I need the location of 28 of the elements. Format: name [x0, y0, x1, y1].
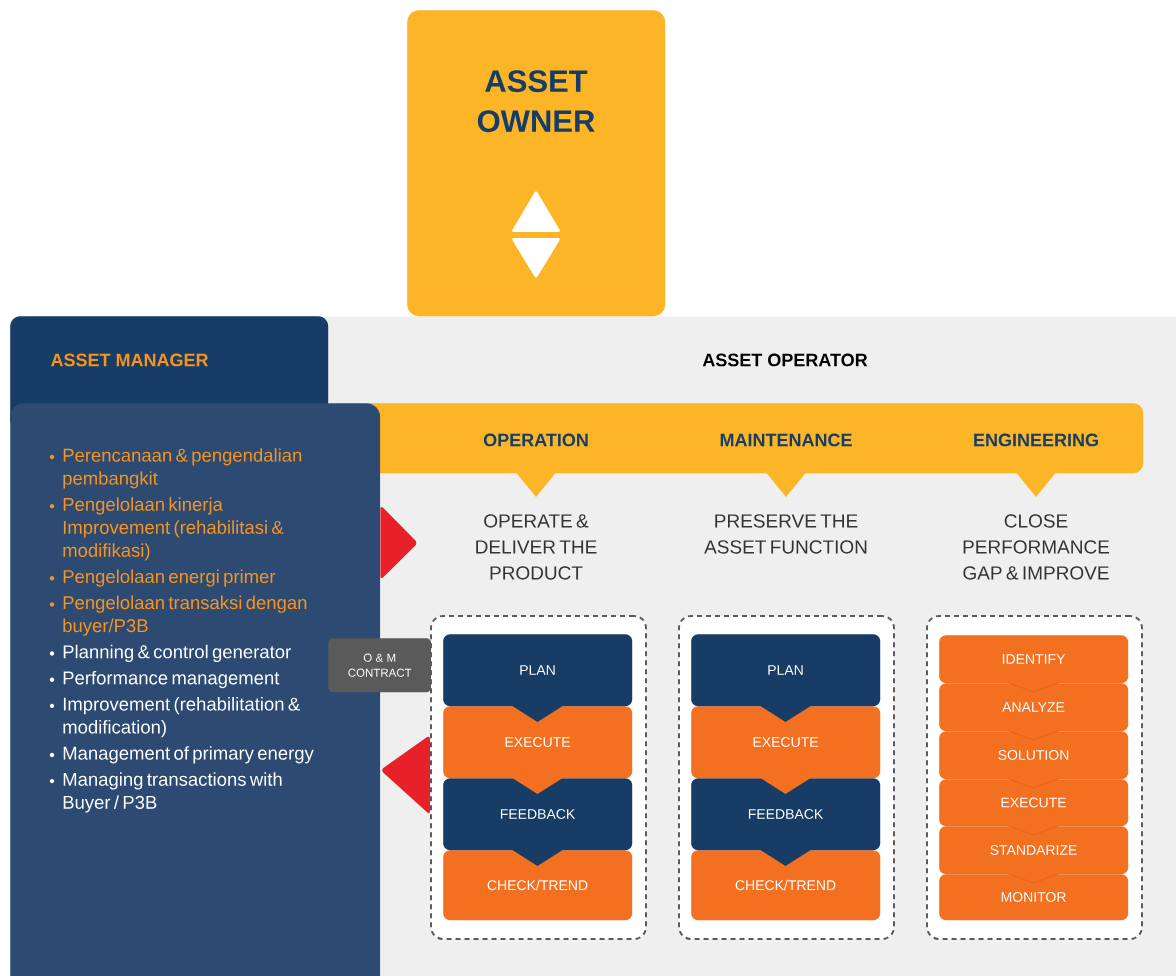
- step-box: EXECUTE: [939, 779, 1129, 836]
- step-box: PLAN: [443, 634, 633, 722]
- step-box: FEEDBACK: [443, 778, 633, 866]
- step-box: ANALYZE: [939, 683, 1129, 741]
- step-box: PLAN: [691, 634, 881, 722]
- header-band: OPERATION MAINTENANCE ENGINEERING: [360, 403, 1144, 497]
- step-box: CHECK/TREND: [691, 850, 881, 921]
- description-text: OPERATE & DELIVER THE PRODUCT: [476, 514, 597, 580]
- step-box: MONITOR: [939, 874, 1129, 921]
- step-box: STANDARIZE: [939, 826, 1129, 884]
- node-label: STANDARIZE: [990, 845, 1077, 855]
- description-text: PRESERVE THE ASSET FUNCTION: [704, 514, 867, 554]
- node-label: EXECUTE: [1001, 797, 1066, 808]
- step-box: IDENTIFY: [939, 635, 1129, 693]
- node-label: SOLUTION: [998, 750, 1069, 760]
- step-box: EXECUTE: [691, 706, 881, 794]
- step-box: CHECK/TREND: [443, 850, 633, 921]
- node-label: MONITOR: [1001, 892, 1066, 902]
- node-label: ANALYZE: [1002, 702, 1065, 712]
- step-box: EXECUTE: [443, 706, 633, 794]
- chevron-arrow: [380, 506, 417, 579]
- step-box: SOLUTION: [939, 731, 1129, 789]
- owner-box: ASSET OWNER: [407, 10, 666, 317]
- description-text: CLOSE PERFORMANCE GAP & IMPROVE: [963, 514, 1110, 580]
- chevron-arrow: [382, 736, 430, 814]
- step-box: FEEDBACK: [691, 778, 881, 866]
- contract-box: O & M CONTRACT: [328, 638, 432, 693]
- node-label: IDENTIFY: [1002, 654, 1066, 664]
